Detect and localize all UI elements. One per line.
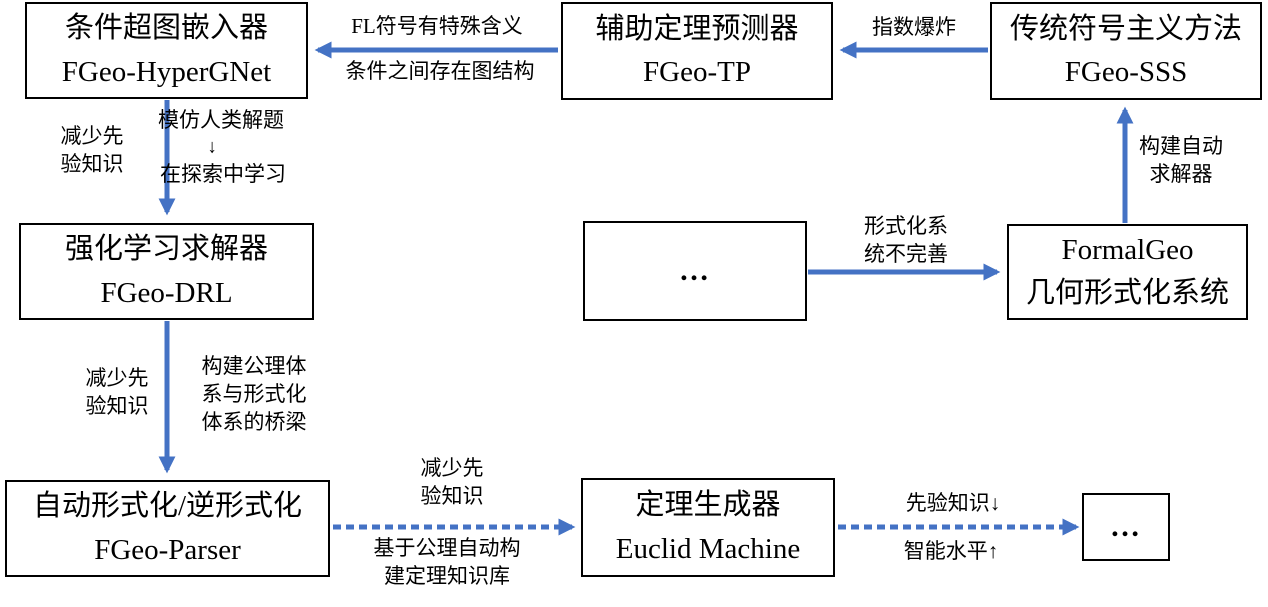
node-euclid-machine-title-zh: 定理生成器	[635, 489, 781, 521]
node-fgeo-drl-title-en: FGeo-DRL	[100, 276, 233, 309]
edge-label-reduce-prior-1: 减少先 验知识	[60, 123, 124, 176]
edge-label-imitate-human: 模仿人类解题	[158, 107, 284, 132]
node-fgeo-sss-title-en: FGeo-SSS	[1064, 56, 1188, 88]
edge-label-exponential-explosion: 指数爆炸	[872, 14, 956, 39]
node-fgeo-parser: 自动形式化/逆形式化 FGeo-Parser	[5, 480, 330, 577]
node-fgeo-sss: 传统符号主义方法 FGeo-SSS	[990, 2, 1262, 100]
node-ellipsis-end-text: …	[1110, 510, 1142, 543]
node-fgeo-tp-title-zh: 辅助定理预测器	[595, 12, 799, 45]
edge-label-reduce-prior-2: 减少先 验知识	[85, 365, 149, 418]
edge-label-intelligence-up: 智能水平↑	[903, 538, 999, 563]
down-arrow-icon: ↓	[207, 136, 217, 158]
node-formalgeo-title-zh: 几何形式化系统	[1025, 277, 1229, 309]
edge-label-prior-knowledge-down: 先验知识↓	[905, 490, 1001, 515]
node-fgeo-hypergnet-title-zh: 条件超图嵌入器	[64, 12, 268, 44]
node-ellipsis-middle-text: …	[679, 254, 711, 287]
edge-label-system-incomplete: 形式化系 统不完善	[864, 213, 948, 266]
node-fgeo-hypergnet-title-en: FGeo-HyperGNet	[61, 55, 272, 88]
node-fgeo-drl: 强化学习求解器 FGeo-DRL	[19, 223, 314, 320]
edge-label-fl-symbols: FL符号有特殊含义	[351, 13, 523, 38]
node-fgeo-parser-title-en: FGeo-Parser	[94, 533, 241, 566]
node-euclid-machine-title-en: Euclid Machine	[615, 532, 801, 565]
node-fgeo-sss-title-zh: 传统符号主义方法	[1009, 12, 1242, 45]
node-formalgeo: FormalGeo 几何形式化系统	[1007, 224, 1248, 320]
node-fgeo-parser-title-zh: 自动形式化/逆形式化	[32, 490, 303, 522]
node-euclid-machine: 定理生成器 Euclid Machine	[581, 478, 835, 577]
edge-label-learn-by-exploring: 在探索中学习	[160, 161, 286, 186]
edge-label-theorem-knowledge-base: 基于公理自动构 建定理知识库	[373, 535, 521, 588]
edge-label-build-auto-solver: 构建自动 求解器	[1139, 133, 1223, 186]
node-ellipsis-end: …	[1082, 493, 1170, 561]
node-fgeo-hypergnet: 条件超图嵌入器 FGeo-HyperGNet	[25, 2, 308, 99]
node-fgeo-tp: 辅助定理预测器 FGeo-TP	[561, 2, 833, 100]
edge-label-graph-structure: 条件之间存在图结构	[345, 58, 535, 83]
node-fgeo-tp-title-en: FGeo-TP	[643, 56, 751, 88]
edge-label-axiom-bridge: 构建公理体 系与形式化 体系的桥梁	[201, 353, 307, 435]
edge-label-reduce-prior-3: 减少先 验知识	[420, 455, 484, 508]
node-fgeo-drl-title-zh: 强化学习求解器	[64, 233, 268, 265]
node-ellipsis-middle: …	[583, 221, 807, 321]
node-formalgeo-title-en: FormalGeo	[1061, 233, 1194, 266]
